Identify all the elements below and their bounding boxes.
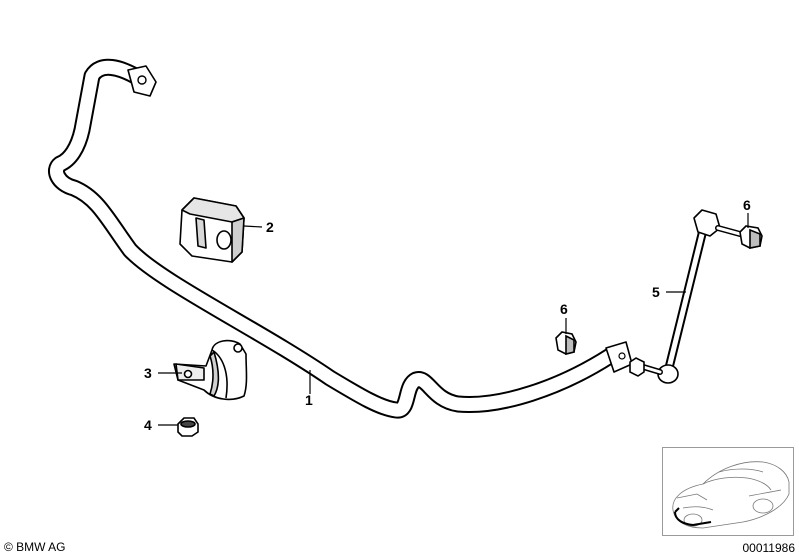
stabilizer-link[interactable]	[637, 209, 743, 384]
vehicle-location-thumbnail	[662, 447, 794, 536]
callout-3: 3	[144, 365, 152, 381]
catalog-number: 00011986	[742, 541, 796, 555]
car-outline-icon	[672, 461, 790, 529]
bracket[interactable]	[173, 339, 248, 401]
stabilizer-bar[interactable]	[48, 58, 633, 419]
copyright-text: © BMW AG	[4, 540, 66, 554]
rubber-mounting[interactable]	[179, 197, 245, 263]
callout-1: 1	[305, 392, 313, 408]
callout-6-upper: 6	[743, 197, 751, 213]
self-locking-nut-lower[interactable]	[555, 331, 577, 356]
callout-6-lower: 6	[560, 301, 568, 317]
link-lower-nut[interactable]	[629, 357, 645, 377]
leader-lines	[158, 213, 749, 426]
self-locking-nut-upper[interactable]	[739, 225, 763, 249]
callout-4: 4	[144, 417, 152, 433]
hex-nut[interactable]	[177, 417, 199, 437]
callout-5: 5	[652, 284, 660, 300]
callout-2: 2	[266, 219, 274, 235]
